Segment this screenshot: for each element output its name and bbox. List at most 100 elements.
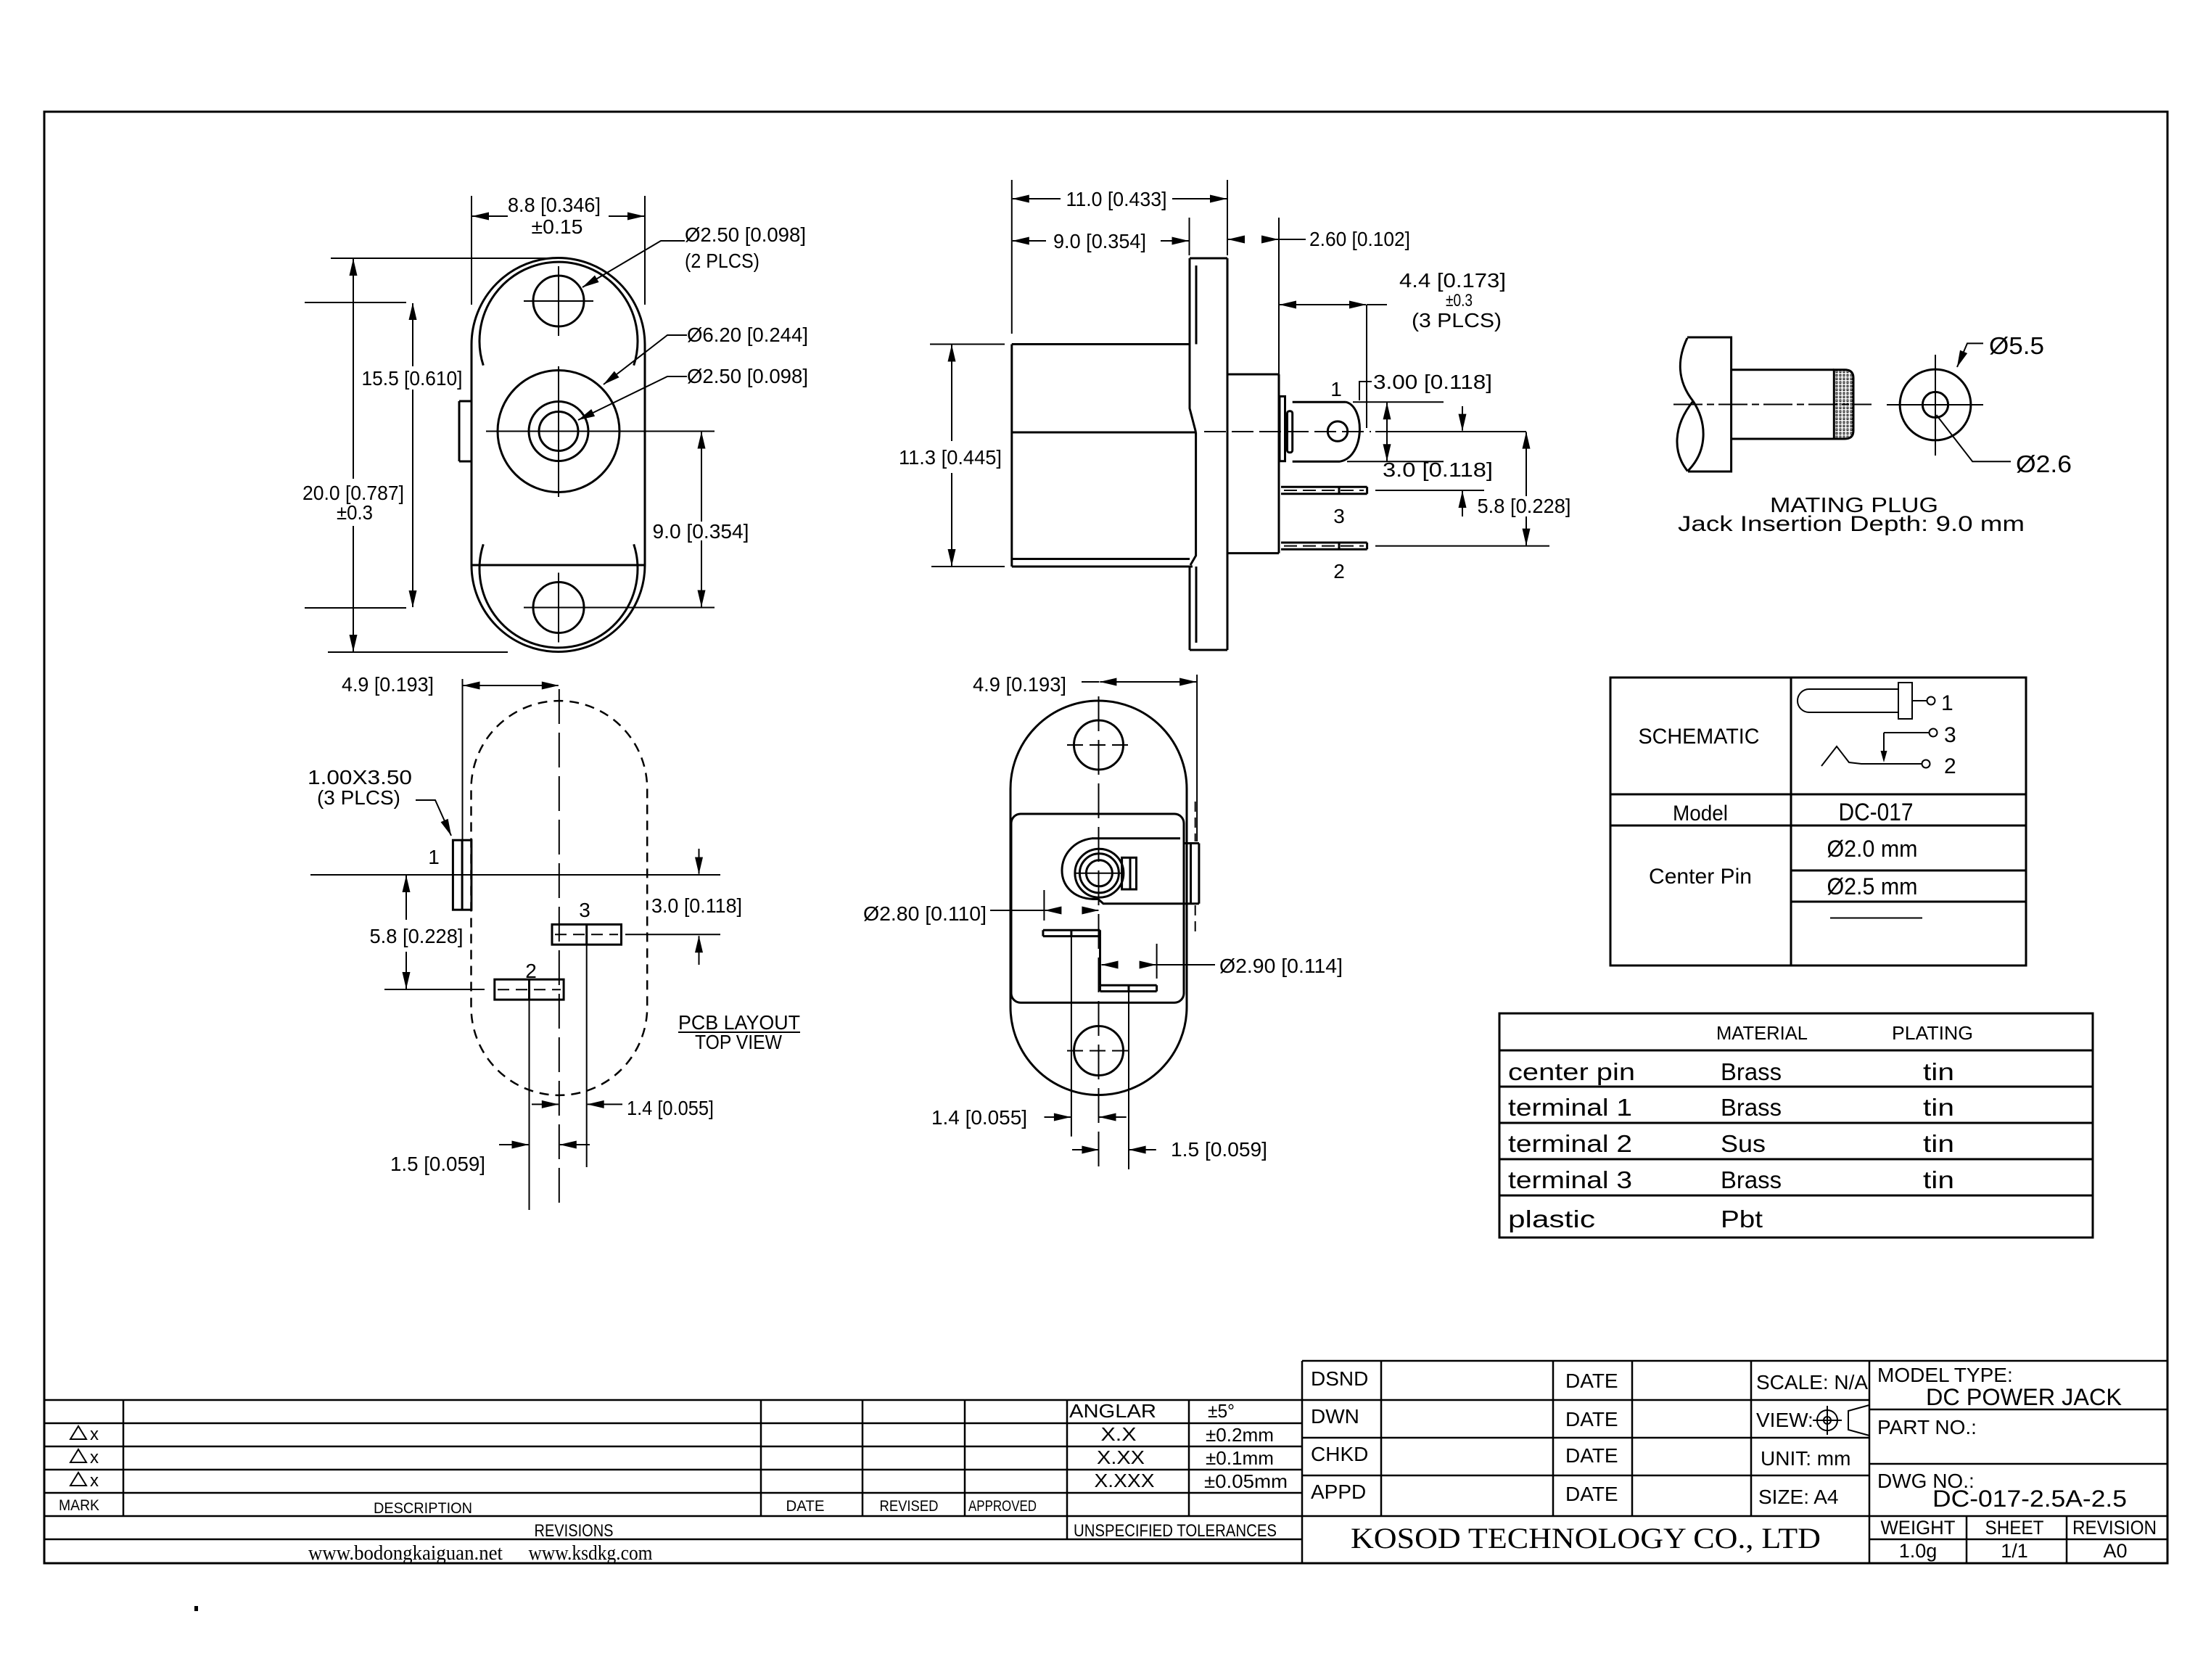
svg-text:1: 1 xyxy=(428,846,440,868)
svg-text:3: 3 xyxy=(1944,723,1956,747)
svg-text:SCHEMATIC: SCHEMATIC xyxy=(1639,725,1760,749)
svg-text:5.8 [0.228]: 5.8 [0.228] xyxy=(370,925,464,947)
svg-text:APPROVED: APPROVED xyxy=(968,1498,1037,1515)
svg-text:4.9 [0.193]: 4.9 [0.193] xyxy=(342,673,434,696)
svg-text:4.9 [0.193]: 4.9 [0.193] xyxy=(973,673,1066,696)
svg-text:Ø2.6: Ø2.6 xyxy=(2016,450,2072,477)
svg-text:DWN: DWN xyxy=(1311,1405,1359,1428)
svg-text:1: 1 xyxy=(1941,691,1953,715)
svg-text:terminal 3: terminal 3 xyxy=(1508,1166,1632,1193)
svg-text:±0.05mm: ±0.05mm xyxy=(1204,1470,1288,1492)
svg-text:DESCRIPTION: DESCRIPTION xyxy=(374,1500,472,1517)
svg-text:X.X: X.X xyxy=(1101,1423,1137,1445)
svg-text:PLATING: PLATING xyxy=(1892,1022,1973,1044)
svg-text:MATERIAL: MATERIAL xyxy=(1716,1022,1808,1044)
svg-text:REVISED: REVISED xyxy=(880,1498,939,1515)
svg-text:3.00 [0.118]: 3.00 [0.118] xyxy=(1373,371,1492,393)
svg-text:x: x xyxy=(90,1448,99,1467)
svg-text:15.5 [0.610]: 15.5 [0.610] xyxy=(362,367,463,390)
svg-text:11.3 [0.445]: 11.3 [0.445] xyxy=(899,446,1002,469)
svg-text:8.8 [0.346]: 8.8 [0.346] xyxy=(508,194,601,216)
svg-text:DWG NO.:: DWG NO.: xyxy=(1877,1470,1975,1492)
svg-text:PART NO.:: PART NO.: xyxy=(1877,1416,1977,1438)
svg-text:Ø2.50 [0.098]: Ø2.50 [0.098] xyxy=(685,223,806,246)
svg-text:DATE: DATE xyxy=(1565,1408,1618,1430)
svg-text:MODEL TYPE:: MODEL TYPE: xyxy=(1877,1364,2013,1386)
svg-text:Sus: Sus xyxy=(1721,1130,1766,1157)
svg-text:1: 1 xyxy=(1330,378,1342,400)
svg-text:ANGLAR: ANGLAR xyxy=(1069,1400,1156,1422)
svg-text:UNSPECIFIED TOLERANCES: UNSPECIFIED TOLERANCES xyxy=(1074,1521,1277,1541)
svg-text:±0.15: ±0.15 xyxy=(532,215,583,238)
svg-text:Ø5.5: Ø5.5 xyxy=(1989,332,2044,359)
svg-text:2.60 [0.102]: 2.60 [0.102] xyxy=(1309,228,1410,250)
svg-text:KOSOD TECHNOLOGY CO., LTD: KOSOD TECHNOLOGY CO., LTD xyxy=(1351,1522,1821,1555)
svg-text:PCB LAYOUT: PCB LAYOUT xyxy=(678,1011,800,1034)
svg-text:Center Pin: Center Pin xyxy=(1649,865,1752,889)
svg-text:±0.2mm: ±0.2mm xyxy=(1206,1424,1274,1446)
svg-text:x: x xyxy=(90,1471,99,1491)
svg-text:X.XXX: X.XXX xyxy=(1095,1470,1155,1491)
svg-text:tin: tin xyxy=(1923,1094,1954,1121)
svg-text:±0.1mm: ±0.1mm xyxy=(1206,1447,1274,1469)
svg-text:Jack Insertion Depth: 9.0 mm: Jack Insertion Depth: 9.0 mm xyxy=(1678,512,2025,536)
svg-text:(3 PLCS): (3 PLCS) xyxy=(317,786,400,809)
svg-text:3.0 [0.118]: 3.0 [0.118] xyxy=(651,894,742,917)
svg-text:Ø2.80 [0.110]: Ø2.80 [0.110] xyxy=(863,902,987,925)
svg-text:CHKD: CHKD xyxy=(1311,1443,1368,1465)
svg-text:DC-017: DC-017 xyxy=(1839,799,1914,826)
svg-text:Ø2.90 [0.114]: Ø2.90 [0.114] xyxy=(1219,955,1343,977)
svg-text:2: 2 xyxy=(1333,560,1345,582)
svg-text:SIZE: A4: SIZE: A4 xyxy=(1758,1486,1839,1508)
svg-text:DATE: DATE xyxy=(1565,1370,1618,1392)
svg-text:center pin: center pin xyxy=(1508,1058,1635,1085)
svg-text:1/1: 1/1 xyxy=(2001,1540,2028,1562)
svg-text:(3 PLCS): (3 PLCS) xyxy=(1412,309,1502,332)
svg-text:1.5 [0.059]: 1.5 [0.059] xyxy=(390,1153,485,1175)
svg-text:terminal 2: terminal 2 xyxy=(1508,1130,1632,1157)
svg-text:20.0 [0.787]: 20.0 [0.787] xyxy=(302,482,404,504)
svg-text:terminal 1: terminal 1 xyxy=(1508,1094,1632,1121)
svg-text:MATING PLUG: MATING PLUG xyxy=(1770,494,1938,517)
svg-text:±0.3: ±0.3 xyxy=(1446,291,1473,310)
svg-text:tin: tin xyxy=(1923,1058,1954,1085)
svg-text:tin: tin xyxy=(1923,1166,1954,1193)
svg-text:3: 3 xyxy=(1333,505,1345,527)
svg-text:DATE: DATE xyxy=(1565,1483,1618,1505)
svg-text:tin: tin xyxy=(1923,1130,1954,1157)
svg-text:DATE: DATE xyxy=(1565,1444,1618,1467)
svg-text:±0.3: ±0.3 xyxy=(337,501,373,524)
svg-text:www.ksdkg.com: www.ksdkg.com xyxy=(529,1541,653,1565)
svg-text:DC-017-2.5A-2.5: DC-017-2.5A-2.5 xyxy=(1932,1486,2127,1512)
svg-text:DSND: DSND xyxy=(1311,1367,1368,1390)
svg-text:Brass: Brass xyxy=(1721,1166,1782,1193)
svg-text:9.0 [0.354]: 9.0 [0.354] xyxy=(1053,230,1146,252)
svg-text:REVISION: REVISION xyxy=(2072,1517,2157,1539)
svg-text:1.4 [0.055]: 1.4 [0.055] xyxy=(931,1106,1027,1129)
svg-text:DATE: DATE xyxy=(786,1498,825,1515)
svg-text:Ø6.20 [0.244]: Ø6.20 [0.244] xyxy=(687,324,808,346)
svg-text:Brass: Brass xyxy=(1721,1094,1782,1121)
svg-text:X.XX: X.XX xyxy=(1097,1446,1145,1468)
svg-text:SHEET: SHEET xyxy=(1985,1517,2044,1539)
svg-text:1.4 [0.055]: 1.4 [0.055] xyxy=(627,1097,714,1119)
svg-text:Pbt: Pbt xyxy=(1721,1206,1763,1232)
svg-text:1.00X3.50: 1.00X3.50 xyxy=(308,766,412,788)
svg-text:11.0 [0.433]: 11.0 [0.433] xyxy=(1066,188,1167,210)
svg-text:(2 PLCS): (2 PLCS) xyxy=(685,250,759,272)
svg-text:www.bodongkaiguan.net: www.bodongkaiguan.net xyxy=(308,1541,503,1565)
svg-text:UNIT: mm: UNIT: mm xyxy=(1761,1447,1850,1470)
svg-text:APPD: APPD xyxy=(1311,1481,1366,1503)
svg-text:1.5 [0.059]: 1.5 [0.059] xyxy=(1171,1138,1267,1161)
svg-text:2: 2 xyxy=(525,960,537,982)
svg-text:A0: A0 xyxy=(2103,1540,2127,1562)
svg-text:Ø2.0 mm: Ø2.0 mm xyxy=(1827,836,1918,862)
svg-text:SCALE: N/A: SCALE: N/A xyxy=(1756,1371,1868,1393)
svg-text:VIEW:: VIEW: xyxy=(1756,1409,1813,1431)
svg-text:MARK: MARK xyxy=(59,1497,99,1514)
svg-text:DC POWER JACK: DC POWER JACK xyxy=(1926,1384,2122,1410)
svg-text:WEIGHT: WEIGHT xyxy=(1881,1517,1956,1539)
svg-text:Ø2.50 [0.098]: Ø2.50 [0.098] xyxy=(687,365,808,387)
svg-text:x: x xyxy=(90,1425,99,1444)
svg-text:4.4 [0.173]: 4.4 [0.173] xyxy=(1399,269,1506,292)
